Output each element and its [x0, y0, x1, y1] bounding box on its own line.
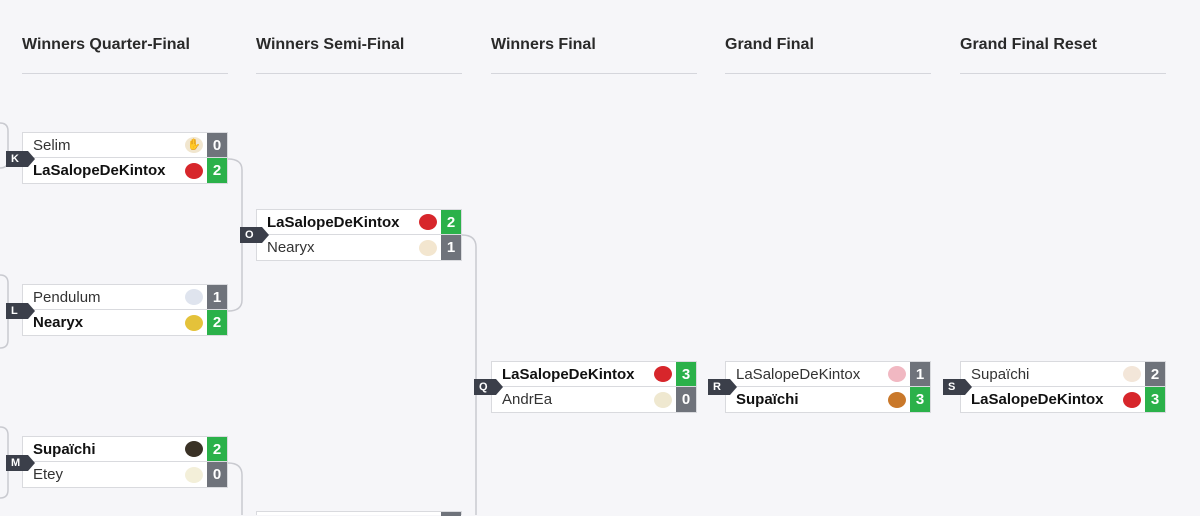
character-icon	[1123, 366, 1141, 382]
character-icon: ✋	[185, 137, 203, 153]
character-icon	[888, 391, 906, 408]
player-name: Supaïchi	[971, 365, 1030, 383]
character-icon	[419, 214, 437, 230]
match-r-player-2[interactable]: Supaïchi 3	[725, 387, 931, 413]
score-box: 0	[207, 462, 227, 487]
player-name: Nearyx	[267, 239, 315, 256]
match-o[interactable]: LaSalopeDeKintox 2 Nearyx 1	[256, 209, 462, 261]
match-tag-k: K	[6, 151, 35, 167]
character-icon	[1123, 391, 1141, 408]
match-l-player-1[interactable]: Pendulum 1	[22, 284, 228, 310]
match-o-player-2[interactable]: Nearyx 1	[256, 235, 462, 261]
score-box: 2	[1145, 362, 1165, 386]
player-name: Etey	[33, 466, 64, 483]
match-tag-q: Q	[474, 379, 503, 395]
player-name: Supaïchi	[736, 391, 799, 408]
round-title-winners-final: Winners Final	[491, 36, 697, 74]
match-tag-r: R	[708, 379, 737, 395]
match-l[interactable]: Pendulum 1 Nearyx 2	[22, 284, 228, 336]
round-title-grand-final: Grand Final	[725, 36, 931, 74]
player-name: AndrEa	[502, 391, 553, 408]
player-name: LaSalopeDeKintox	[267, 213, 400, 231]
character-icon	[185, 314, 203, 331]
character-icon	[888, 366, 906, 382]
match-k-player-2[interactable]: LaSalopeDeKintox 2	[22, 158, 228, 184]
match-tag-l: L	[6, 303, 35, 319]
score-box: 3	[1145, 387, 1165, 412]
score-box: 1	[910, 362, 930, 386]
player-name: Supaïchi	[33, 440, 96, 458]
player-name: Nearyx	[33, 314, 84, 331]
next-match-partial-score	[441, 512, 461, 516]
score-box: 3	[910, 387, 930, 412]
match-o-player-1[interactable]: LaSalopeDeKintox 2	[256, 209, 462, 235]
match-s[interactable]: Supaïchi 2 LaSalopeDeKintox 3	[960, 361, 1166, 413]
match-q-player-2[interactable]: AndrEa 0	[491, 387, 697, 413]
player-name: LaSalopeDeKintox	[736, 365, 861, 383]
connector-o-to-q	[461, 234, 477, 515]
round-title-winners-semi-final: Winners Semi-Final	[256, 36, 462, 74]
match-tag-s: S	[943, 379, 972, 395]
match-q-player-1[interactable]: LaSalopeDeKintox 3	[491, 361, 697, 387]
player-name: Pendulum	[33, 288, 101, 306]
next-match-partial[interactable]	[256, 511, 462, 516]
character-icon	[185, 466, 203, 483]
score-box: 2	[207, 158, 227, 183]
match-r-player-1[interactable]: LaSalopeDeKintox 1	[725, 361, 931, 387]
match-m[interactable]: Supaïchi 2 Etey 0	[22, 436, 228, 488]
score-box: 0	[207, 133, 227, 157]
match-k[interactable]: Selim ✋ 0 LaSalopeDeKintox 2	[22, 132, 228, 184]
match-r[interactable]: LaSalopeDeKintox 1 Supaïchi 3	[725, 361, 931, 413]
character-icon	[185, 289, 203, 305]
connector-m-out	[227, 462, 243, 515]
incoming-connector-k	[0, 122, 9, 169]
match-tag-m: M	[6, 455, 35, 471]
score-box: 3	[676, 362, 696, 386]
score-box: 1	[441, 235, 461, 260]
character-icon	[654, 391, 672, 408]
character-icon	[185, 441, 203, 457]
round-title-grand-final-reset: Grand Final Reset	[960, 36, 1166, 74]
character-icon	[654, 366, 672, 382]
score-box: 2	[207, 310, 227, 335]
match-m-player-1[interactable]: Supaïchi 2	[22, 436, 228, 462]
player-name: LaSalopeDeKintox	[33, 162, 166, 179]
match-k-player-1[interactable]: Selim ✋ 0	[22, 132, 228, 158]
player-name: LaSalopeDeKintox	[502, 365, 635, 383]
match-q[interactable]: LaSalopeDeKintox 3 AndrEa 0	[491, 361, 697, 413]
score-box: 1	[207, 285, 227, 309]
match-s-player-1[interactable]: Supaïchi 2	[960, 361, 1166, 387]
score-box: 2	[207, 437, 227, 461]
match-s-player-2[interactable]: LaSalopeDeKintox 3	[960, 387, 1166, 413]
character-icon	[185, 162, 203, 179]
score-box: 2	[441, 210, 461, 234]
match-l-player-2[interactable]: Nearyx 2	[22, 310, 228, 336]
player-name: Selim	[33, 136, 71, 154]
match-m-player-2[interactable]: Etey 0	[22, 462, 228, 488]
character-icon	[419, 239, 437, 256]
score-box: 0	[676, 387, 696, 412]
match-tag-o: O	[240, 227, 269, 243]
player-name: LaSalopeDeKintox	[971, 391, 1104, 408]
round-title-winners-quarter-final: Winners Quarter-Final	[22, 36, 228, 74]
